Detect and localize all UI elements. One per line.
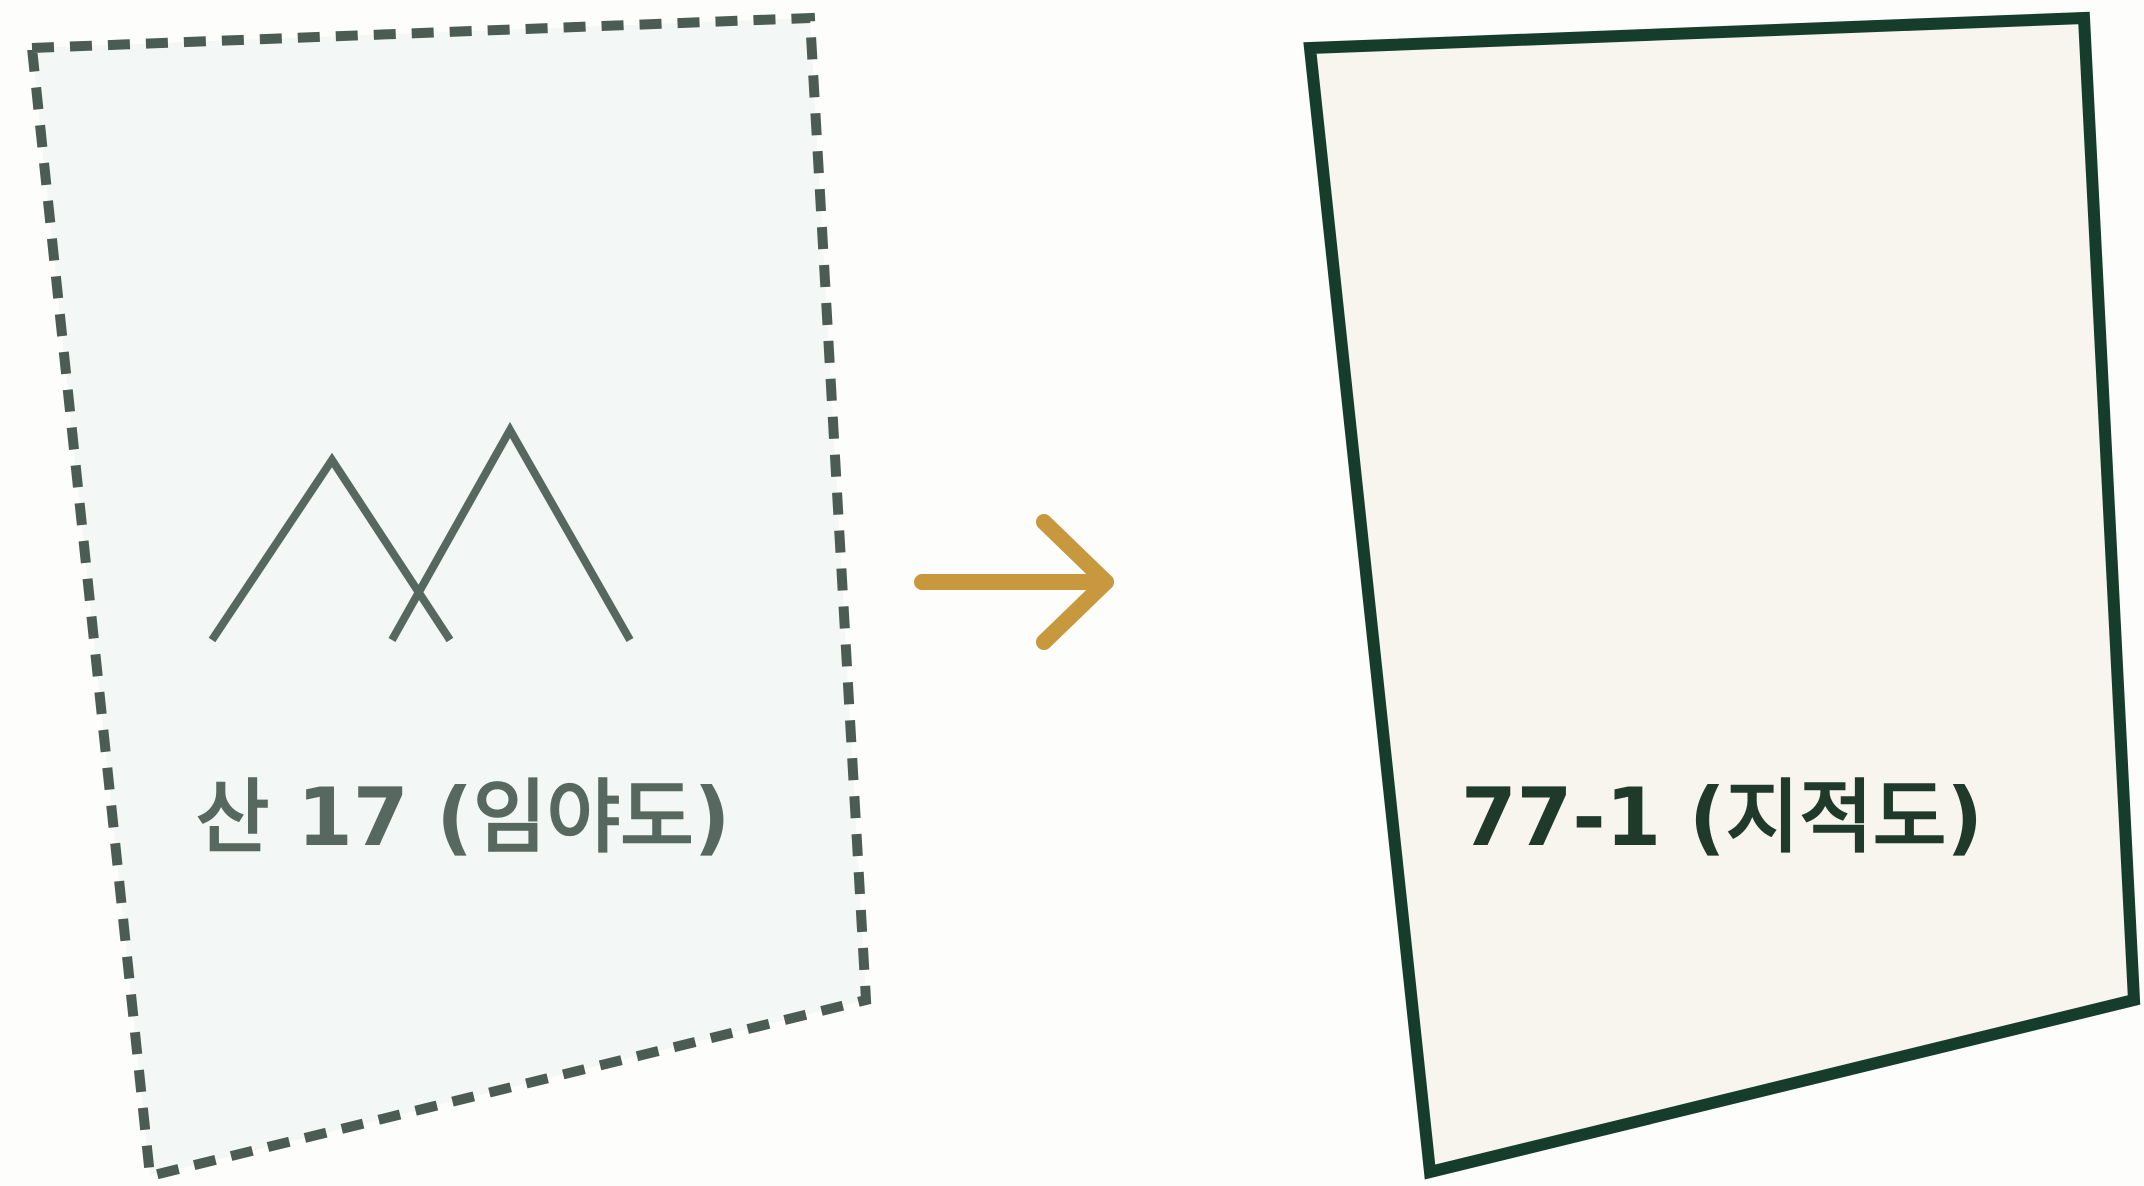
target-parcel-boundary: [1303, 11, 2141, 1180]
source-parcel: 산 17 (임야도): [26, 12, 872, 1183]
source-parcel-label: 산 17 (임야도): [196, 771, 731, 864]
target-parcel: 77-1 (지적도): [1303, 11, 2141, 1180]
arrow-right-icon: [914, 514, 1114, 650]
mountain-icon: [208, 421, 634, 643]
source-parcel-boundary: [26, 12, 872, 1183]
target-parcel-label: 77-1 (지적도): [1461, 771, 1983, 864]
